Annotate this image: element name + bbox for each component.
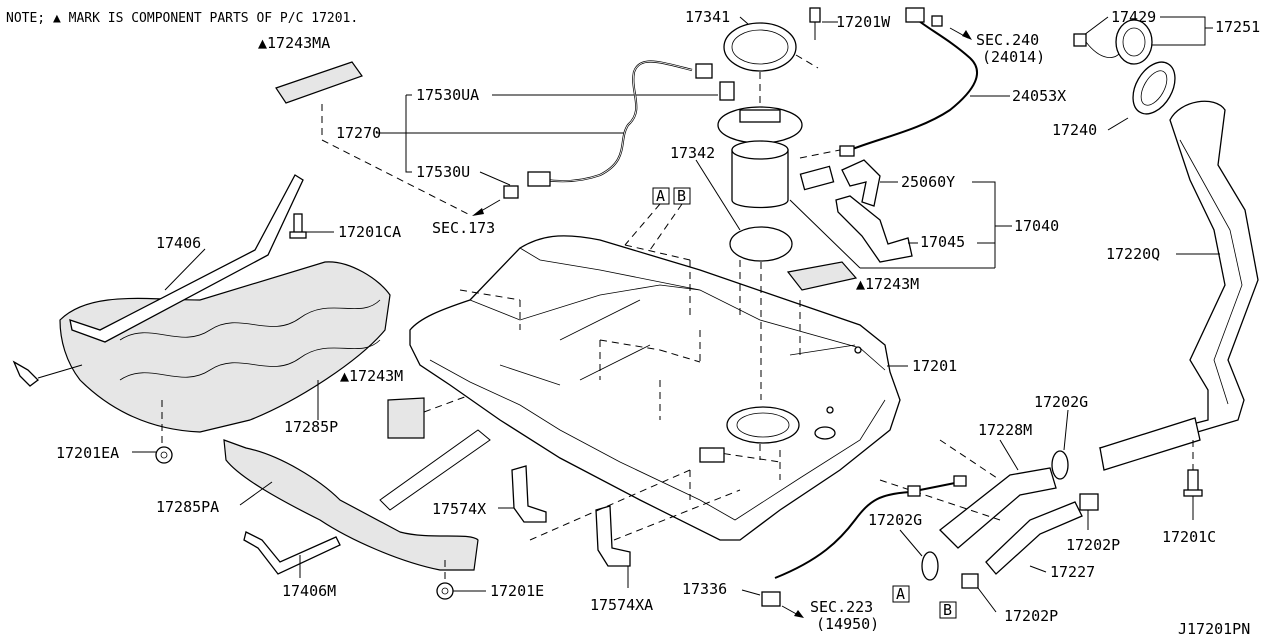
label-17202g-bottom: 17202G [868,511,922,529]
fuel-tank-fitting [814,426,836,440]
label-17202p-bottom: 17202P [1004,607,1058,625]
fuel-tank-bracket [699,447,725,463]
label-17285pa: 17285PA [156,498,219,516]
filler-lid-ring-17240 [1132,61,1176,115]
heat-insulator-17285p [59,261,391,433]
label-17201c: 17201C [1162,528,1216,546]
label-17530ua: 17530UA [416,86,479,104]
label-17406: 17406 [156,234,201,252]
quick-connector-17530u [527,171,551,187]
label-17270: 17270 [336,124,381,142]
svg-text:A: A [896,585,905,603]
label-17574xa: 17574XA [590,596,653,614]
label-17342: 17342 [670,144,715,162]
filler-tube-17220q [1098,100,1259,459]
label-sec223: SEC.223 [810,598,873,616]
hose-clamp-17202p-bottom [961,573,979,589]
label-24053x: 24053X [1012,87,1066,105]
band-end-bolt [12,360,39,387]
label-17201: 17201 [912,357,957,375]
label-17202g-top: 17202G [1034,393,1088,411]
label-sec223-sub: (14950) [816,615,879,633]
label-17285p: 17285P [284,418,338,436]
harness-clip [907,485,921,497]
fuel-pump-body-17040 [731,149,789,209]
quick-connector-17530ua [695,63,713,79]
heat-insulator-17285pa [223,439,479,571]
label-17227: 17227 [1050,563,1095,581]
insulator-pad-17243m-left [387,397,425,439]
label-17228m: 17228M [978,421,1032,439]
svg-text:B: B [943,601,952,619]
label-17406m: 17406M [282,582,336,600]
reference-box-b-lower [939,601,957,619]
label-17243ma: ▲17243MA [258,34,330,52]
reference-box-a [652,187,670,205]
diagram-code: J17201PN [1178,620,1250,638]
quick-connector-lower [503,185,519,199]
bracket-17574xa [595,505,631,567]
reference-b-label: B [677,187,686,205]
label-17243m-right: ▲17243M [856,275,919,293]
harness-connector-17336 [761,591,781,607]
label-17429: 17429 [1111,8,1156,26]
fuel-pump-opening [726,406,800,444]
sensor-unit-body [841,159,881,207]
label-17201w: 17201W [836,13,891,31]
tether-clip-17429 [1073,33,1087,47]
o-ring-17342 [729,226,793,262]
label-17341: 17341 [685,8,730,26]
fuel-tank-band-17406m [243,531,341,575]
bracket-17574x [511,465,547,523]
label-17045: 17045 [920,233,965,251]
hose-clamp-17202p-mid [1079,493,1099,511]
insulator-pad-17243m-right [786,261,858,291]
gasket-17341 [723,22,797,72]
label-17040: 17040 [1014,217,1059,235]
label-17530u: 17530U [416,163,470,181]
insulator-pad-17243ma [275,61,363,104]
filler-cap-17251 [1115,19,1153,65]
hose-clamp-17202g-top [1051,450,1069,480]
label-17201e: 17201E [490,582,544,600]
hose-clamp-17202g-bottom [921,551,939,581]
reference-a-label: A [656,187,665,205]
label-17201ca: 17201CA [338,223,401,241]
breather-hose-17227 [985,501,1083,575]
label-17220q: 17220Q [1106,245,1160,263]
label-17202p-mid: 17202P [1066,536,1120,554]
quick-connector-upper [719,81,735,101]
nut-17201ea [155,446,173,464]
harness-connector-top [905,7,925,23]
label-17240: 17240 [1052,121,1097,139]
float-arm-17045 [835,195,913,263]
reference-box-a-lower [892,585,910,603]
label-17201ea: 17201EA [56,444,119,462]
label-17574x: 17574X [432,500,486,518]
filler-hose-17228m [939,467,1057,549]
bolt-17201ca [293,213,303,235]
harness-connector-pump [839,145,855,157]
label-sec173: SEC.173 [432,219,495,237]
diagram-note: NOTE; ▲ MARK IS COMPONENT PARTS OF P/C 1… [6,11,358,26]
nut-17201e [436,582,454,600]
bolt-17201w [809,7,821,23]
label-25060y: 25060Y [901,173,955,191]
label-17251: 17251 [1215,18,1260,36]
label-sec240-sub: (24014) [982,48,1045,66]
fuel-tank-band-17406 [69,174,304,343]
label-17243m-left: ▲17243M [340,367,403,385]
label-sec240: SEC.240 [976,31,1039,49]
fuel-tank-17201 [409,235,901,541]
fuel-level-sensor-25060y [799,165,835,191]
label-17336: 17336 [682,580,727,598]
